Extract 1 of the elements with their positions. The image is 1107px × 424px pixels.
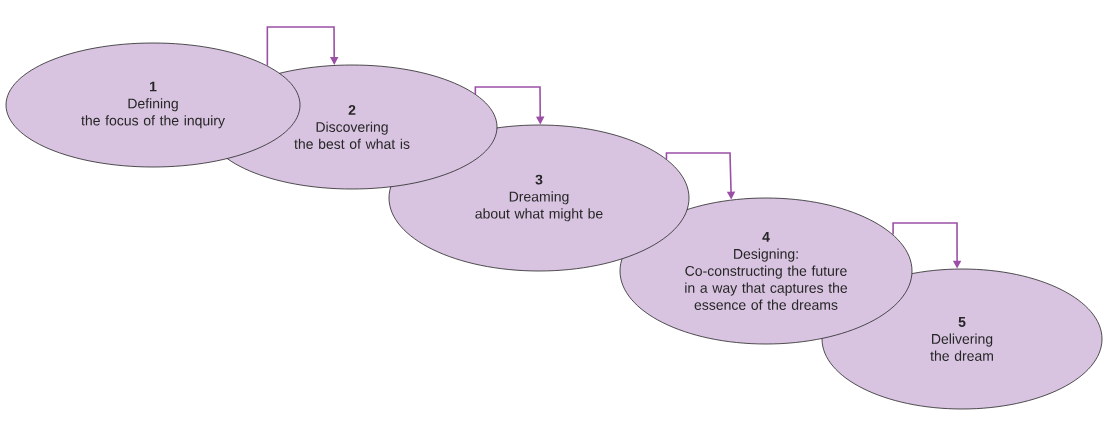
arrow bbox=[266, 26, 339, 67]
